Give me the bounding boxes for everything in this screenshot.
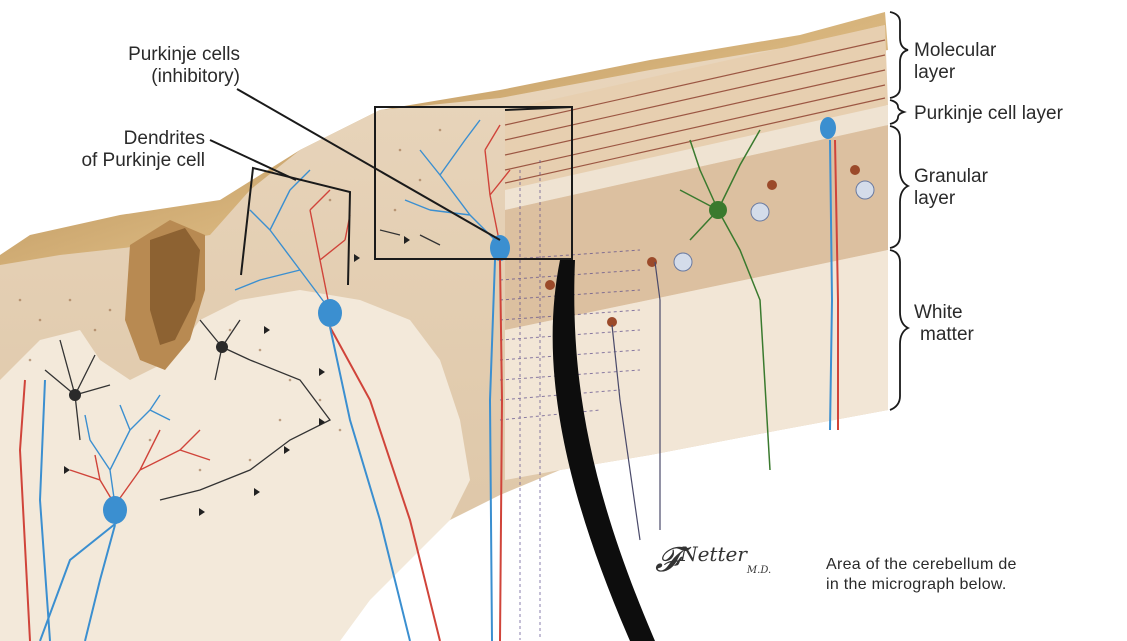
white-matter-core — [0, 290, 470, 641]
molecular-layer-label: Molecular layer — [914, 40, 996, 84]
caption-line1: Area of the cerebellum de — [826, 555, 1017, 575]
purkinje-cells-label-line1: Purkinje cells — [60, 44, 240, 66]
granular-layer-label: Granular layer — [914, 166, 988, 210]
white-matter-label-line2: matter — [914, 324, 974, 346]
dendrites-label: Dendrites of Purkinje cell — [50, 128, 205, 172]
dendrites-label-line1: Dendrites — [50, 128, 205, 150]
granular-layer-label-line1: Granular — [914, 166, 988, 188]
white-matter-label: White matter — [914, 302, 974, 346]
caption-line2: in the micrograph below. — [826, 575, 1017, 595]
molecular-layer-label-line1: Molecular — [914, 40, 996, 62]
artist-signature: 𝓕NetterM.D. — [655, 540, 771, 580]
purkinje-cells-label: Purkinje cells (inhibitory) — [60, 44, 240, 88]
layer-braces — [890, 12, 908, 410]
dendrites-label-line2: of Purkinje cell — [50, 150, 205, 172]
molecular-layer-label-line2: layer — [914, 62, 996, 84]
purkinje-cells-label-line2: (inhibitory) — [60, 66, 240, 88]
white-matter-label-line1: White — [914, 302, 974, 324]
micrograph-caption: Area of the cerebellum de in the microgr… — [826, 555, 1017, 595]
purkinje-cell-layer-label-line1: Purkinje cell layer — [914, 103, 1063, 125]
purkinje-cell-layer-label: Purkinje cell layer — [914, 103, 1063, 125]
granular-layer-label-line2: layer — [914, 188, 988, 210]
